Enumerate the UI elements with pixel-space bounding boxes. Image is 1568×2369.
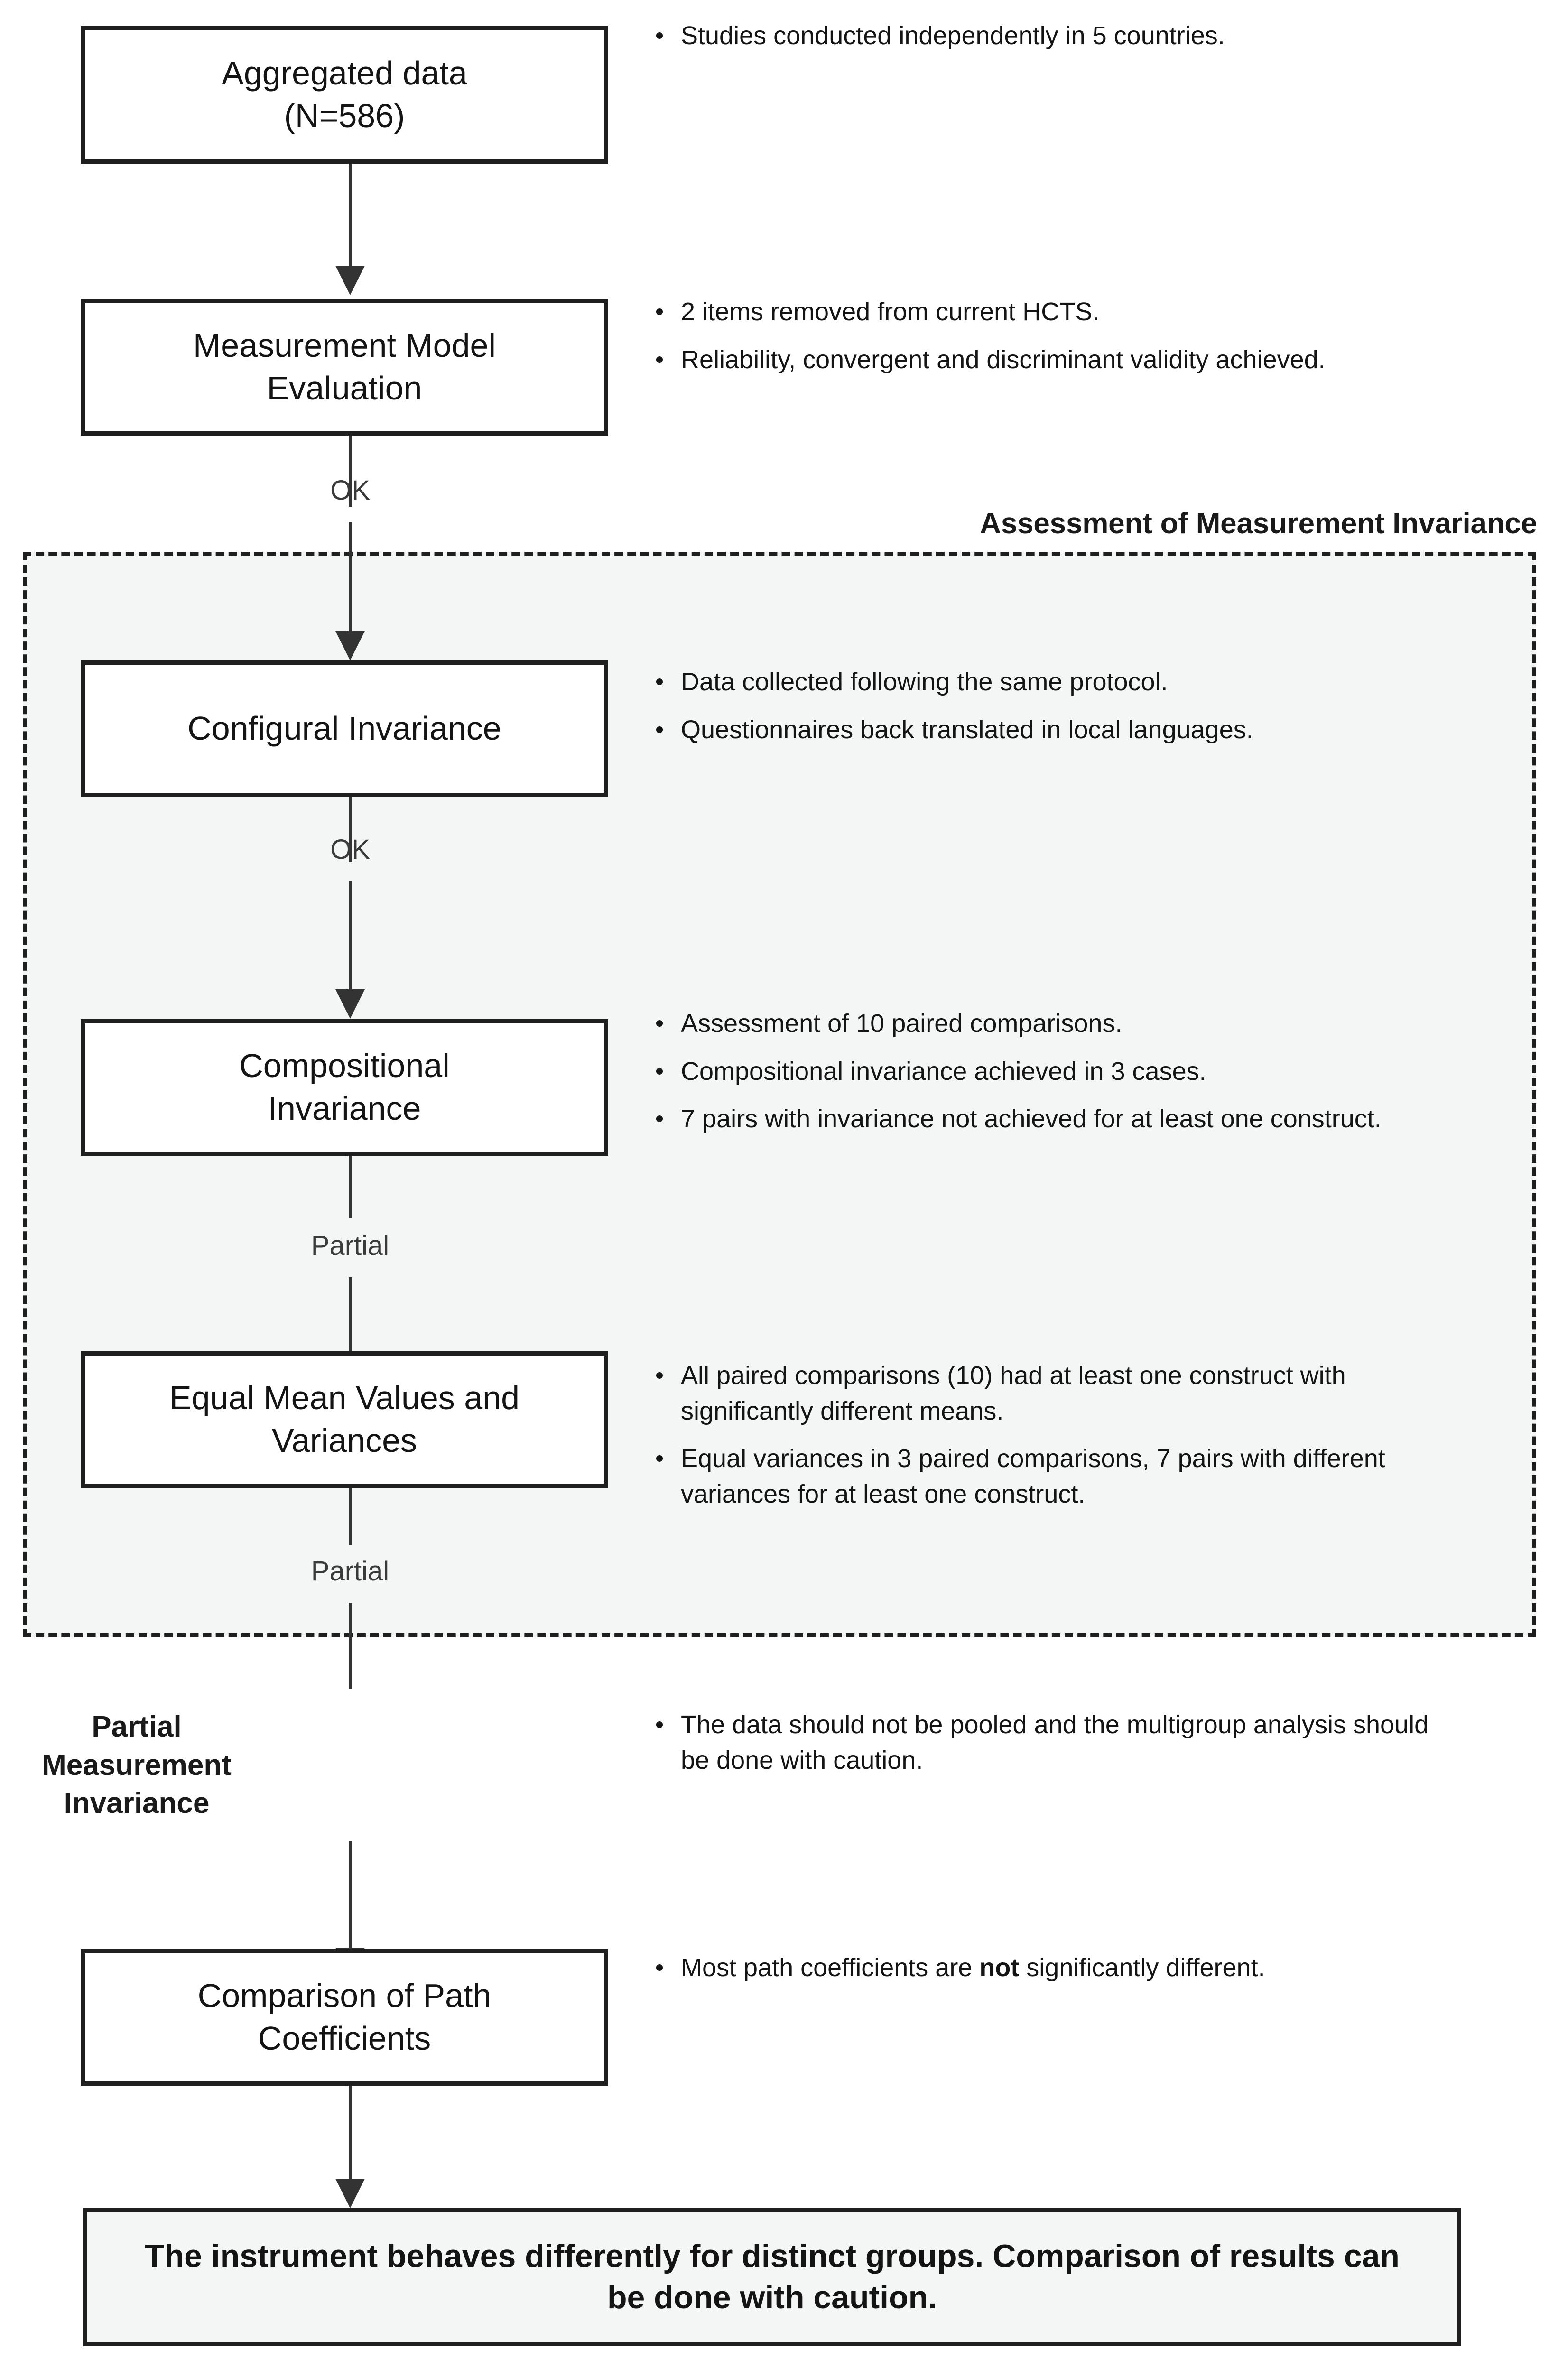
arrowhead-icon xyxy=(335,631,365,660)
node-aggregated-data-label: Aggregated data (N=586) xyxy=(222,55,467,134)
arrowhead-icon xyxy=(335,989,365,1019)
node-compositional-invariance[interactable]: Compositional Invariance xyxy=(81,1019,608,1156)
node-compositional-invariance-label: Compositional Invariance xyxy=(239,1047,450,1127)
node-comparison-of-path-coefficients[interactable]: Comparison of Path Coefficients xyxy=(81,1949,608,2086)
note-item: 2 items removed from current HCTS. xyxy=(648,294,1540,330)
connector-configural-to-compositional-upper xyxy=(349,797,352,862)
connector-partial-to-path-coefficients xyxy=(349,1841,352,1951)
note-item: Data collected following the same protoc… xyxy=(648,664,1540,700)
connector-configural-to-compositional-lower xyxy=(349,881,352,993)
note-prefix: Most path coefficients are xyxy=(681,1953,980,1982)
note-item: Reliability, convergent and discriminant… xyxy=(648,342,1540,378)
node-equal-mean-values-and-variances[interactable]: Equal Mean Values and Variances xyxy=(81,1351,608,1488)
arrowhead-icon xyxy=(335,2179,365,2208)
edge-label-partial-2: Partial xyxy=(311,1556,390,1587)
region-title-measurement-invariance: Assessment of Measurement Invariance xyxy=(980,507,1537,540)
edge-label-ok-2: OK xyxy=(330,834,370,865)
node-measurement-model-evaluation[interactable]: Measurement Model Evaluation xyxy=(81,299,608,436)
connector-measurement-to-configural-lower xyxy=(349,522,352,635)
note-suffix: significantly different. xyxy=(1019,1953,1265,1982)
edge-label-partial-1: Partial xyxy=(311,1230,390,1261)
connector-compositional-to-equalmean-lower xyxy=(349,1277,352,1356)
notes-equal-mean-variances: All paired comparisons (10) had at least… xyxy=(648,1358,1416,1512)
notes-path-coefficients: Most path coefficients are not significa… xyxy=(648,1950,1544,1986)
connector-compositional-to-equalmean-upper xyxy=(349,1156,352,1218)
connector-measurement-to-configural-upper xyxy=(349,436,352,507)
note-item: Compositional invariance achieved in 3 c… xyxy=(648,1054,1544,1089)
connector-path-coefficients-to-conclusion xyxy=(349,2086,352,2181)
note-item: Equal variances in 3 paired comparisons,… xyxy=(648,1441,1416,1512)
node-measurement-model-evaluation-label: Measurement Model Evaluation xyxy=(193,327,496,407)
label-partial-measurement-invariance: Partial Measurement Invariance xyxy=(42,1710,232,1820)
node-aggregated-data[interactable]: Aggregated data (N=586) xyxy=(81,26,608,164)
note-item: All paired comparisons (10) had at least… xyxy=(648,1358,1416,1429)
note-item: Assessment of 10 paired comparisons. xyxy=(648,1006,1544,1041)
arrowhead-icon xyxy=(335,266,365,295)
node-configural-invariance[interactable]: Configural Invariance xyxy=(81,660,608,797)
node-equal-mean-values-and-variances-label: Equal Mean Values and Variances xyxy=(169,1379,520,1459)
node-configural-invariance-label: Configural Invariance xyxy=(187,710,501,747)
notes-compositional: Assessment of 10 paired comparisons. Com… xyxy=(648,1006,1544,1137)
connector-equalmean-to-partial-lower xyxy=(349,1603,352,1689)
connector-equalmean-to-partial-upper xyxy=(349,1488,352,1545)
node-comparison-of-path-coefficients-label: Comparison of Path Coefficients xyxy=(197,1977,492,2057)
note-item: The data should not be pooled and the mu… xyxy=(648,1707,1454,1778)
note-item: Questionnaires back translated in local … xyxy=(648,712,1540,748)
note-item: 7 pairs with invariance not achieved for… xyxy=(648,1101,1544,1137)
node-conclusion-label: The instrument behaves differently for d… xyxy=(145,2238,1400,2315)
notes-aggregated-data: Studies conducted independently in 5 cou… xyxy=(648,18,1540,54)
edge-label-ok-1: OK xyxy=(330,475,370,506)
note-item: Studies conducted independently in 5 cou… xyxy=(648,18,1540,54)
notes-configural: Data collected following the same protoc… xyxy=(648,664,1540,747)
notes-partial-measurement-invariance: The data should not be pooled and the mu… xyxy=(648,1707,1454,1778)
note-item-path-coefficients: Most path coefficients are not significa… xyxy=(648,1950,1544,1986)
node-conclusion[interactable]: The instrument behaves differently for d… xyxy=(83,2208,1461,2346)
connector-aggregated-to-measurement xyxy=(349,164,352,269)
notes-measurement-model: 2 items removed from current HCTS. Relia… xyxy=(648,294,1540,377)
note-emphasis: not xyxy=(979,1953,1020,1982)
